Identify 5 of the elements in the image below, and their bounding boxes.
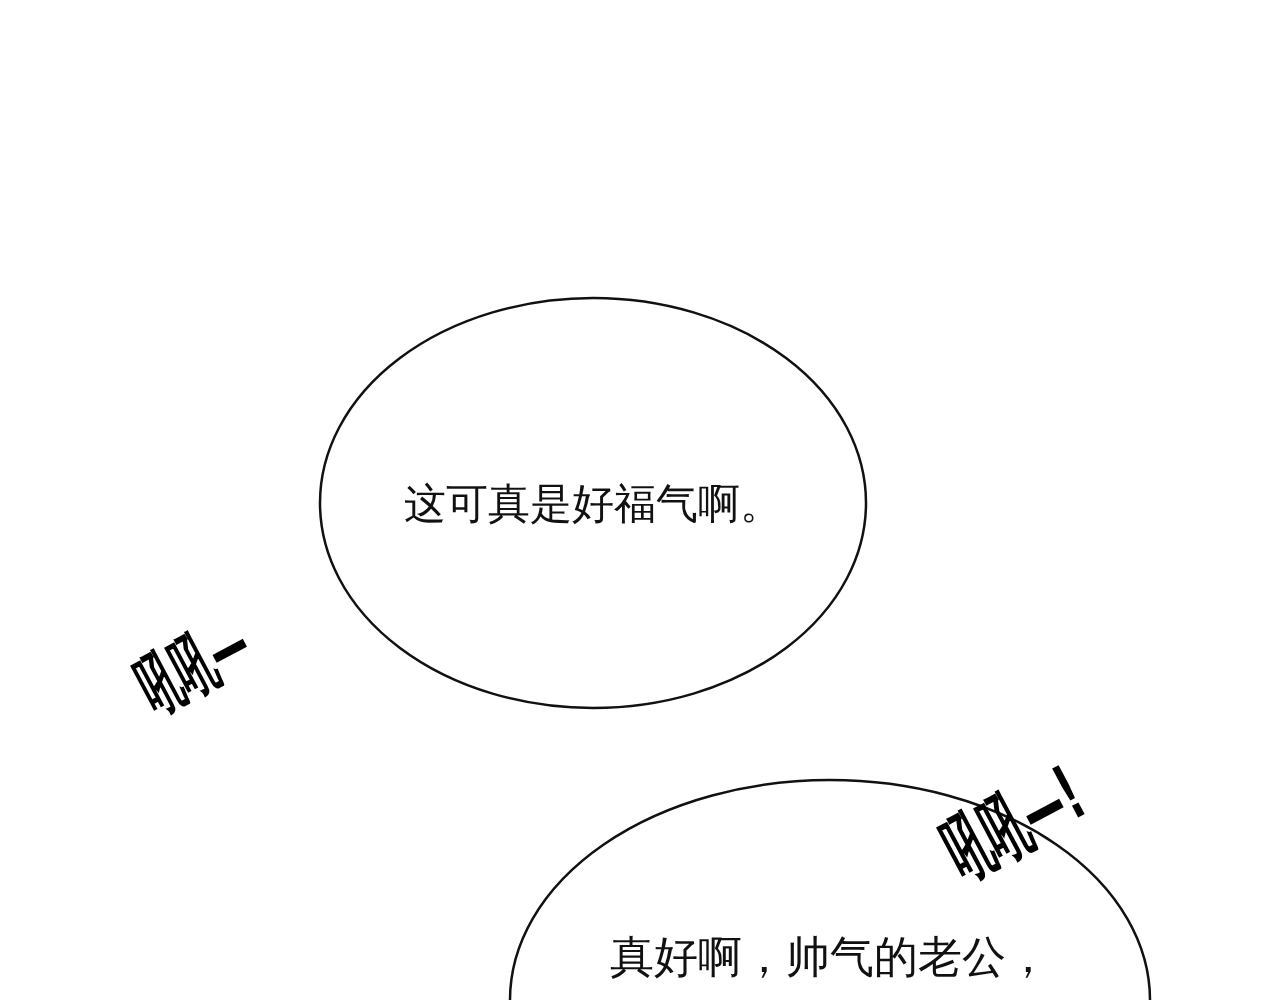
sound-effect-text: 吼吼—! [928,747,1100,898]
speech-text: 这可真是好福气啊。 [403,478,783,530]
speech-text: 真好啊，帅气的老公， [609,930,1051,984]
speech-bubble [318,296,868,710]
sound-effect-text: 吼吼— [122,600,265,730]
